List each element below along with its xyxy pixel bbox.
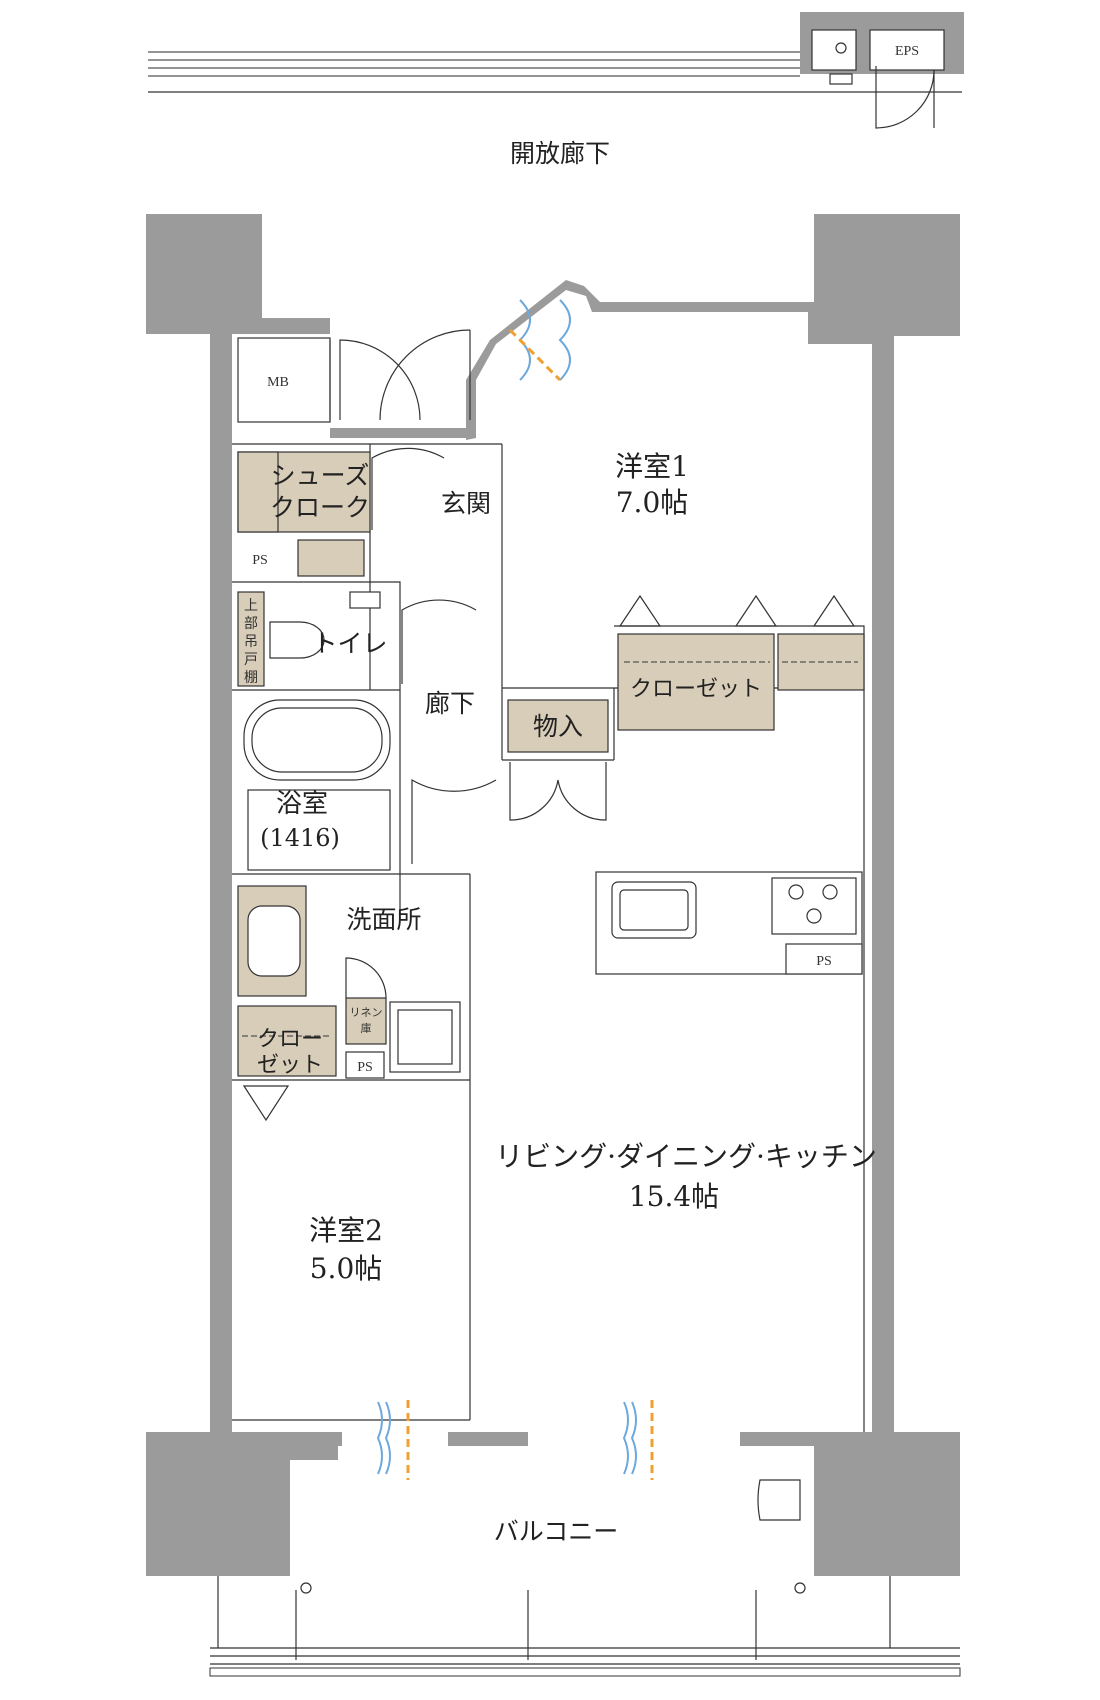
hallway-label: 廊下 [425,689,475,718]
closet-1-label: クローゼット [630,677,762,702]
airflow-indicators [376,299,654,1480]
toilet-shelf-char-4: 戸 [244,653,258,668]
storage-label: 物入 [533,712,583,741]
ps-label-1: PS [252,553,268,568]
toilet-shelf-char-3: 吊 [244,635,258,650]
mb-closet: MB [237,329,471,423]
ps-label-2: PS [357,1060,373,1075]
eps-label: EPS [895,44,919,59]
washroom-label: 洗面所 [346,905,421,934]
open-corridor-railing [148,51,962,93]
western-room-1-size: 7.0帖 [616,486,689,519]
storage: 物入 [507,699,609,821]
ldk-name: リビング·ダイニング·キッチン [495,1140,877,1173]
mb-label: MB [267,375,289,390]
shoe-closet: シューズ クローク PS [237,451,371,577]
balcony-label: バルコニー [494,1517,619,1546]
bathroom-label: 浴室 [276,789,328,819]
balcony: バルコニー [209,1479,961,1677]
ldk-size: 15.4帖 [629,1180,719,1213]
washroom: 洗面所 リネン 庫 PS [237,885,461,1079]
entrance-label: 玄関 [441,489,491,518]
shoe-closet-label-1: シューズ [271,461,370,490]
linen-label-2: 庫 [361,1021,372,1035]
western-room-1-name: 洋室1 [615,450,689,483]
toilet-label: トイレ [312,629,387,658]
closet-2: クロー ゼット [237,1005,337,1122]
linen-label-1: リネン [350,1006,383,1019]
entrance: 玄関 [371,447,491,530]
western-room-2-size: 5.0帖 [310,1252,383,1285]
interior-partitions [232,443,865,1432]
western-room-2-name: 洋室2 [309,1214,383,1247]
kitchen-counter: PS [595,871,863,975]
structure-walls [146,214,960,1576]
toilet-shelf-char-1: 上 [244,598,258,614]
toilet-shelf-char-2: 部 [244,616,258,632]
toilet-room: 上 部 吊 戸 棚 トイレ [237,591,388,687]
hallway: 廊下 [401,599,497,864]
toilet-shelf-char-5: 棚 [244,670,258,686]
closet-2-label-1: クロー [257,1027,323,1052]
bathroom: 浴室 (1416) [243,699,391,871]
eps-shaft: EPS [800,12,964,129]
closet-1: クローゼット [617,594,865,731]
shoe-closet-label-2: クローク [270,493,370,522]
closet-2-label-2: ゼット [257,1053,323,1078]
open-corridor-label: 開放廊下 [510,139,610,168]
bathroom-size: (1416) [260,824,340,852]
ps-label-3: PS [816,954,832,969]
